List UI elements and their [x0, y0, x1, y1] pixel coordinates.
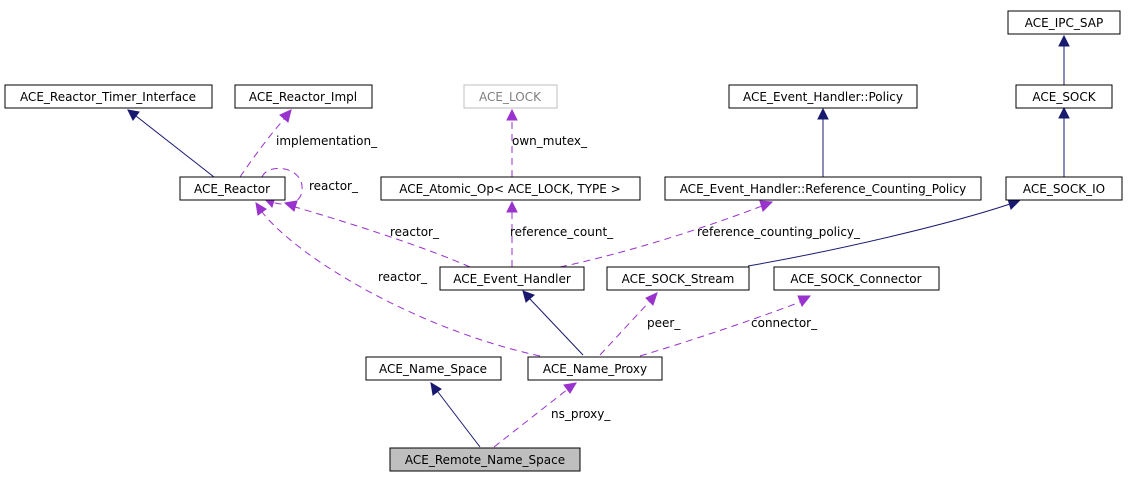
node-ace-name-proxy[interactable]: ACE_Name_Proxy [527, 356, 663, 381]
node-label: ACE_Atomic_Op< ACE_LOCK, TYPE > [399, 182, 620, 196]
arrowhead-nameproxy-eventhandler [522, 290, 535, 303]
edge-eventhandler-refpolicy [559, 205, 763, 268]
edge-label-reference-counting-policy: reference_counting_policy_ [697, 225, 861, 239]
arrowhead-reactor-impl [279, 109, 292, 123]
node-ace-sock-connector[interactable]: ACE_SOCK_Connector [773, 266, 940, 291]
arrowhead-atomic-lock [506, 108, 518, 121]
edge-label-reactor-proxy: reactor_ [378, 270, 428, 284]
edge-eventhandler-reactor [294, 206, 471, 268]
edge-label-reactor-self: reactor_ [309, 179, 359, 193]
node-label: ACE_LOCK [479, 90, 542, 104]
usage-edges [239, 108, 812, 448]
node-label: ACE_IPC_SAP [1025, 16, 1103, 30]
node-ace-event-handler-policy[interactable]: ACE_Event_Handler::Policy [728, 84, 918, 109]
edge-labels: implementation_ reactor_ own_mutex_ reac… [276, 134, 861, 421]
node-ace-atomic-op[interactable]: ACE_Atomic_Op< ACE_LOCK, TYPE > [380, 176, 641, 201]
node-label: ACE_Name_Proxy [543, 362, 647, 376]
edge-nameproxy-reactor [261, 211, 541, 357]
node-ace-reactor-timer-interface[interactable]: ACE_Reactor_Timer_Interface [4, 84, 213, 109]
node-ace-name-space[interactable]: ACE_Name_Space [365, 356, 502, 381]
nodes: ACE_IPC_SAP ACE_Reactor_Timer_Interface … [4, 10, 1123, 472]
arrowhead-nameproxy-sockstream [645, 292, 658, 306]
edge-label-reference-count: reference_count_ [510, 225, 614, 239]
edge-reactor-self [261, 167, 303, 205]
edge-nameproxy-eventhandler [529, 298, 584, 356]
node-ace-lock[interactable]: ACE_LOCK [463, 84, 558, 109]
node-label: ACE_Reactor_Timer_Interface [20, 90, 196, 104]
edge-nameproxy-sockstream [599, 300, 651, 356]
inheritance-edges [127, 34, 1070, 448]
node-label: ACE_Reactor_Impl [249, 90, 357, 104]
node-label: ACE_SOCK_IO [1023, 182, 1105, 196]
node-ace-sock-stream[interactable]: ACE_SOCK_Stream [606, 266, 750, 291]
node-label: ACE_SOCK_Stream [622, 272, 735, 286]
edge-label-peer: peer_ [647, 316, 681, 330]
edge-remote-nameproxy [493, 388, 569, 448]
edge-label-implementation: implementation_ [276, 134, 378, 148]
arrowhead-eventhandler-atomic [506, 200, 518, 213]
edge-label-connector: connector_ [751, 316, 818, 330]
node-ace-sock[interactable]: ACE_SOCK [1015, 84, 1113, 109]
node-ace-reactor[interactable]: ACE_Reactor [179, 176, 286, 201]
arrowhead-eventhandler-reactor [283, 200, 298, 212]
node-ace-reference-counting-policy[interactable]: ACE_Event_Handler::Reference_Counting_Po… [664, 176, 982, 201]
edge-label-own-mutex: own_mutex_ [512, 134, 588, 148]
node-ace-remote-name-space[interactable]: ACE_Remote_Name_Space [389, 447, 581, 472]
edge-reactor-impl [239, 117, 286, 178]
node-ace-ipc-sap[interactable]: ACE_IPC_SAP [1007, 10, 1121, 35]
node-label: ACE_Remote_Name_Space [405, 453, 565, 467]
arrowhead-nameproxy-reactor [255, 202, 267, 216]
node-label: ACE_Event_Handler::Reference_Counting_Po… [680, 182, 967, 196]
node-ace-sock-io[interactable]: ACE_SOCK_IO [1005, 176, 1123, 201]
arrowhead-sock-ipcsap [1058, 34, 1070, 47]
node-label: ACE_Event_Handler::Policy [743, 90, 903, 104]
edge-remote-namespace [437, 391, 481, 448]
arrowhead-remote-nameproxy [563, 382, 577, 394]
arrowhead-refpolicy-policy [817, 107, 829, 120]
node-label: ACE_SOCK [1032, 90, 1096, 104]
edge-label-ns-proxy: ns_proxy_ [551, 407, 611, 421]
node-ace-event-handler[interactable]: ACE_Event_Handler [439, 266, 585, 291]
node-label: ACE_Name_Space [379, 362, 487, 376]
edge-sockstream-sockio [747, 203, 1011, 267]
node-label: ACE_SOCK_Connector [790, 272, 921, 286]
arrowhead-remote-namespace [430, 382, 442, 396]
arrowhead-sockio-sock [1058, 106, 1070, 119]
edge-nameproxy-connector [639, 301, 801, 357]
arrowhead-eventhandler-refpolicy [759, 200, 774, 212]
edge-label-reactor-eh: reactor_ [390, 225, 440, 239]
node-label: ACE_Reactor [194, 182, 270, 196]
arrowhead-reactor-timer [127, 109, 140, 121]
edge-reactor-timer [135, 115, 215, 178]
node-label: ACE_Event_Handler [453, 272, 571, 286]
node-ace-reactor-impl[interactable]: ACE_Reactor_Impl [234, 84, 373, 109]
arrowhead-nameproxy-connector [797, 295, 812, 307]
